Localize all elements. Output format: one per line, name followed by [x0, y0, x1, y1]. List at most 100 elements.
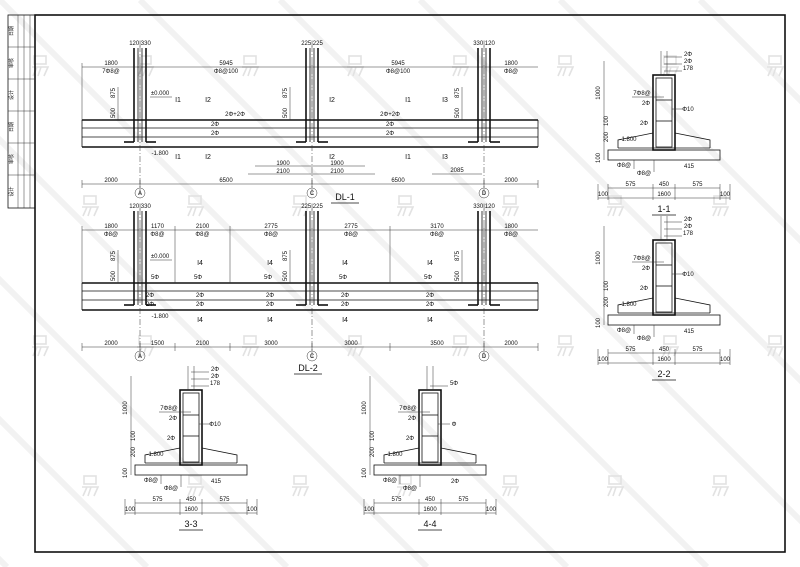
- watermark-logo-shape: [82, 486, 100, 497]
- column-width-label: 120|330: [129, 204, 151, 210]
- watermark-logo-shape: [557, 66, 575, 77]
- stirrup-label: Φ8@: [264, 232, 278, 238]
- watermark-logo: [242, 55, 260, 77]
- rebar-label: Φ8@: [637, 171, 651, 177]
- axis-label: D: [482, 354, 487, 360]
- watermark-logo-shape: [187, 206, 205, 217]
- total-dim-label: 1600: [184, 507, 198, 513]
- bottom-dim-label: 2100: [196, 341, 210, 347]
- top-dim-label: 1170: [151, 224, 165, 230]
- vertical-dim-label: 1000: [362, 401, 368, 415]
- footing-slope-left: [617, 132, 654, 148]
- total-dim-label: 1600: [657, 192, 671, 198]
- cut-dim-label: 2100: [276, 169, 290, 175]
- watermark-logo-shape: [293, 475, 307, 485]
- rebar-label: 2Φ: [426, 302, 434, 308]
- dim-label: 575: [692, 347, 703, 353]
- rebar-label: 2Φ: [426, 293, 434, 299]
- watermark-logo-shape: [398, 475, 412, 485]
- title-block-label: 日期: [9, 122, 15, 132]
- watermark-logo: [242, 335, 260, 357]
- watermark-logo-shape: [398, 195, 412, 205]
- section-2-2: 1782Φ2Φ7Φ8@2Φ2ΦΦ10-1.8001000200100100Φ8@…: [596, 216, 731, 381]
- rebar-label: 2Φ: [341, 293, 349, 299]
- cut-dim-label: 1900: [330, 161, 344, 167]
- rebar-label: 2Φ: [211, 367, 219, 373]
- watermark-logo: [767, 55, 785, 77]
- dim-label: 575: [219, 497, 230, 503]
- axis-label: C: [310, 354, 315, 360]
- watermark-logo-shape: [607, 206, 625, 217]
- watermark-logo: [397, 195, 415, 217]
- stirrup-label: Φ8@: [504, 232, 518, 238]
- bottom-dim-label: 6500: [219, 178, 233, 184]
- dim-label: 450: [659, 347, 670, 353]
- section-3-3: 1782Φ2Φ7Φ8@2Φ2ΦΦ10-1.8001000200100100Φ8@…: [123, 366, 258, 531]
- bottom-dim-label: 2000: [104, 341, 118, 347]
- rebar-label: 2Φ: [451, 479, 459, 485]
- rebar-label: 2Φ: [640, 121, 648, 127]
- footing-slope-left: [617, 297, 654, 313]
- column-width-label: 225|225: [301, 204, 323, 210]
- watermark-logo-shape: [83, 475, 97, 485]
- vertical-dim-label: 875: [111, 87, 117, 98]
- vertical-dim-label: 500: [283, 107, 289, 118]
- section-mark: I4: [427, 317, 433, 324]
- stirrup: [655, 242, 673, 313]
- rebar-label: 2Φ: [169, 416, 177, 422]
- axis-label: A: [138, 191, 142, 197]
- bottom-dim-label: 3000: [344, 341, 358, 347]
- watermark-logo-shape: [453, 55, 467, 65]
- watermark-logo-shape: [348, 55, 362, 65]
- rebar-label: Φ10: [682, 272, 694, 278]
- top-dim-label: 2775: [344, 224, 358, 230]
- section-title: 2-2: [657, 369, 670, 379]
- footing-slope-right: [440, 447, 477, 463]
- rebar-label: 2Φ: [642, 101, 650, 107]
- watermark-logo: [292, 195, 310, 217]
- stirrup-label: 7Φ8@: [160, 406, 178, 412]
- watermark-logo-shape: [243, 55, 257, 65]
- rebar-label: 2Φ: [266, 302, 274, 308]
- footing-slope-left: [144, 447, 181, 463]
- watermark-logo-shape: [188, 195, 202, 205]
- section-mark: I1: [405, 154, 411, 161]
- axis-label: D: [482, 191, 487, 197]
- section-mark: I1: [175, 97, 181, 104]
- rebar-label: 2Φ: [406, 436, 414, 442]
- rebar-label: 2Φ: [386, 122, 394, 128]
- bottom-dim-label: 3000: [264, 341, 278, 347]
- watermark-logo: [607, 475, 625, 497]
- footing-slope-left: [383, 447, 420, 463]
- watermark-logo: [607, 195, 625, 217]
- stirrup-label: 7Φ8@: [633, 256, 651, 262]
- watermark-logo-shape: [608, 195, 622, 205]
- rebar-label: Φ: [452, 422, 457, 428]
- rebar-label: Φ8@: [164, 486, 178, 492]
- rebar-label: 5Φ: [194, 275, 202, 281]
- watermark-logo-shape: [397, 206, 415, 217]
- vertical-dim-label: 100: [370, 430, 376, 441]
- rebar-label: Φ8@: [637, 336, 651, 342]
- vertical-dim-label: 200: [131, 446, 137, 457]
- column-width-label: 120|330: [129, 41, 151, 47]
- vertical-dim-label: 500: [111, 107, 117, 118]
- watermark-logo-shape: [503, 195, 517, 205]
- watermark-stripe: [557, 0, 800, 245]
- rebar-label: 2Φ: [684, 52, 692, 58]
- rebar-label: 5Φ: [264, 275, 272, 281]
- rebar-label: 2Φ: [684, 224, 692, 230]
- elevation-bottom: -1.800: [151, 151, 169, 157]
- title-block-label: 日期: [9, 26, 15, 36]
- drawing-title: DL-2: [298, 363, 318, 373]
- rebar-label: 415: [684, 329, 695, 335]
- edge-dim-label: 100: [125, 507, 136, 513]
- stirrup-label: Φ8@: [195, 232, 209, 238]
- rebar-label: 2Φ: [386, 131, 394, 137]
- watermark-logo-shape: [348, 335, 362, 345]
- beam-elevation-dl-1: 120|330A875500225|225C875500330|120D8755…: [81, 41, 539, 204]
- watermark-logo-shape: [558, 55, 572, 65]
- stirrup-label: 7Φ8@: [633, 91, 651, 97]
